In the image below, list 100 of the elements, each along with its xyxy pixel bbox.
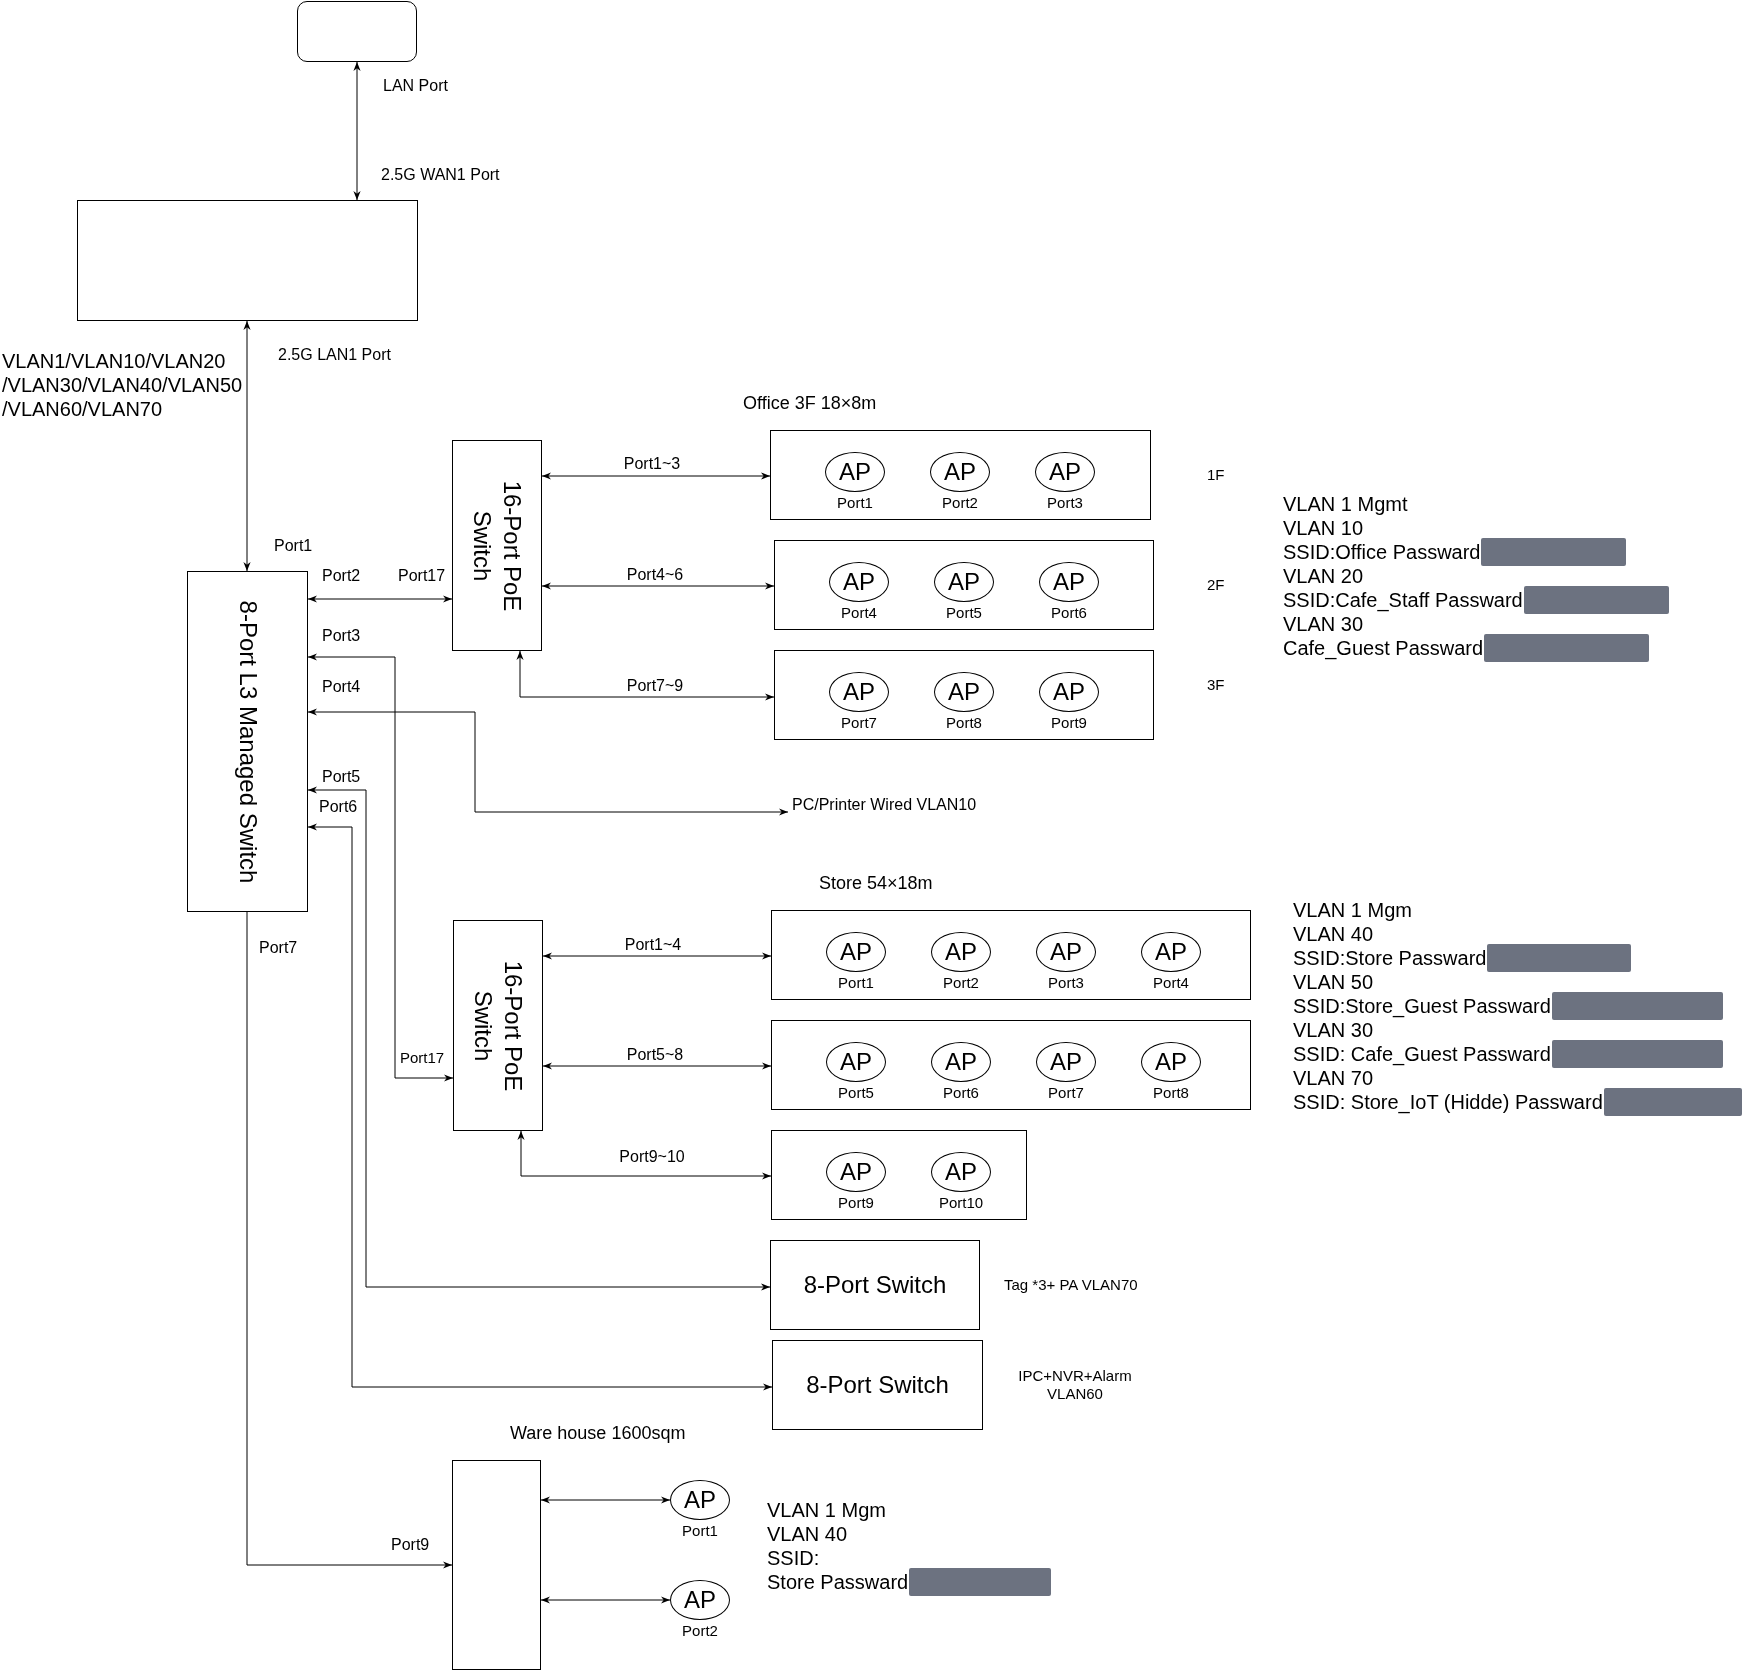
port-label: Port17 [400, 1049, 445, 1067]
device-label: 8-Port Switch [803, 1270, 947, 1300]
port-label: Port5 [946, 604, 982, 622]
ap-label: AP [839, 460, 871, 484]
vlan-note: VLAN 30 [1293, 1018, 1374, 1042]
port-label: Port9 [838, 1194, 874, 1212]
device-box [452, 1460, 541, 1670]
port-label: 2.5G LAN1 Port [278, 345, 391, 365]
ap-label: AP [684, 1488, 716, 1512]
port-label: Port3 [1047, 494, 1083, 512]
floor-label: 1F [1207, 466, 1225, 484]
vlan-note: SSID: Cafe_Guest Passward [1293, 1042, 1551, 1066]
port-label: Port2 [943, 974, 979, 992]
double-arrow [307, 823, 773, 1391]
port-label: Port17 [398, 566, 446, 586]
port-label: Port7 [259, 938, 298, 958]
vlan-note: SSID: [767, 1546, 820, 1570]
port-label: Port10 [938, 1194, 984, 1212]
port-label: Port5 [838, 1084, 874, 1102]
ap-group-box [774, 540, 1154, 630]
arrow [246, 911, 453, 1569]
switch-box [772, 1340, 983, 1430]
double-arrow [542, 952, 772, 960]
ap-label: AP [948, 680, 980, 704]
port-label: Port4 [1153, 974, 1189, 992]
vlan-note: SSID: Store_IoT (Hidde) Passward [1293, 1090, 1603, 1114]
ap-label: AP [840, 1050, 872, 1074]
ap-label: AP [1155, 940, 1187, 964]
port-label: Port7 [841, 714, 877, 732]
port-label: Port6 [1051, 604, 1087, 622]
vlan-note: Cafe_Guest Passward [1283, 636, 1484, 660]
ap-group-box [770, 430, 1151, 520]
ap-label: AP [1050, 940, 1082, 964]
ap-label: AP [1155, 1050, 1187, 1074]
port-label: Port4 [322, 677, 361, 697]
device-label: 16-Port PoE Switch [469, 959, 528, 1093]
area-title: Store 54×18m [819, 873, 933, 895]
vlan-note: VLAN 40 [1293, 922, 1374, 946]
double-arrow [307, 653, 454, 1082]
double-arrow [517, 1130, 772, 1180]
ap-label: AP [684, 1588, 716, 1612]
port-label: LAN Port [383, 76, 448, 96]
double-arrow [307, 595, 453, 603]
double-arrow [540, 1596, 671, 1604]
port-label: Port1 [838, 974, 874, 992]
floor-label: 3F [1207, 676, 1225, 694]
ap-group-box [771, 1130, 1027, 1220]
port-label: Port1 [837, 494, 873, 512]
area-title: Ware house 1600sqm [510, 1423, 686, 1445]
floor-label: 2F [1207, 576, 1225, 594]
port-label: Port9 [1051, 714, 1087, 732]
port-label: Port6 [943, 1084, 979, 1102]
port-label: Port8 [946, 714, 982, 732]
port-label: Port9 [391, 1535, 430, 1555]
vlan-note: Store Passward [767, 1570, 909, 1594]
double-arrow [307, 708, 789, 816]
vlan-note: VLAN 50 [1293, 970, 1374, 994]
ap-label: AP [840, 940, 872, 964]
double-arrow [353, 61, 361, 201]
port-label: Port1 [682, 1522, 718, 1540]
ap-label: AP [944, 460, 976, 484]
double-arrow [540, 1496, 671, 1504]
port-label: Port2 [942, 494, 978, 512]
switch-box [770, 1240, 980, 1330]
port-label: Port8 [1153, 1084, 1189, 1102]
double-arrow [307, 786, 771, 1291]
switch-box [187, 571, 308, 912]
area-title: Office 3F 18×8m [743, 393, 877, 415]
ap-label: AP [948, 570, 980, 594]
double-arrow [243, 320, 251, 572]
vlan-note: SSID:Office Passward [1283, 540, 1481, 564]
device-note: Tag *3+ PA VLAN70 [1004, 1276, 1138, 1294]
ap-group-box [774, 650, 1154, 740]
ap-group-box [771, 910, 1251, 1000]
ap-label: AP [1053, 680, 1085, 704]
port-label: 2.5G WAN1 Port [381, 165, 500, 185]
rounded-box [297, 1, 417, 62]
switch-box [453, 920, 543, 1131]
port-label: Port4 [841, 604, 877, 622]
vlan-note: VLAN 1 Mgmt [1283, 492, 1408, 516]
ap-label: AP [1050, 1050, 1082, 1074]
vlan-note: VLAN 40 [767, 1522, 848, 1546]
port-label: Port7 [1048, 1084, 1084, 1102]
device-label: 8-Port Switch [806, 1370, 949, 1400]
vlan-note: VLAN 1 Mgm [1293, 898, 1412, 922]
vlan-note: VLAN 70 [1293, 1066, 1374, 1090]
switch-box [452, 440, 542, 651]
ap-label: AP [843, 680, 875, 704]
ap-label: AP [945, 1160, 977, 1184]
double-arrow [516, 650, 775, 701]
ap-label: AP [945, 1050, 977, 1074]
ap-label: AP [945, 940, 977, 964]
ap-label: AP [1049, 460, 1081, 484]
port-label: Port1 [274, 536, 313, 556]
device-note: IPC+NVR+Alarm VLAN60 [1017, 1367, 1133, 1403]
port-label: Port6 [319, 797, 358, 817]
device-label: 16-Port PoE Switch [468, 479, 527, 613]
vlan-note: VLAN 20 [1283, 564, 1364, 588]
vlan-note: VLAN 1 Mgm [767, 1498, 886, 1522]
double-arrow [541, 582, 775, 590]
